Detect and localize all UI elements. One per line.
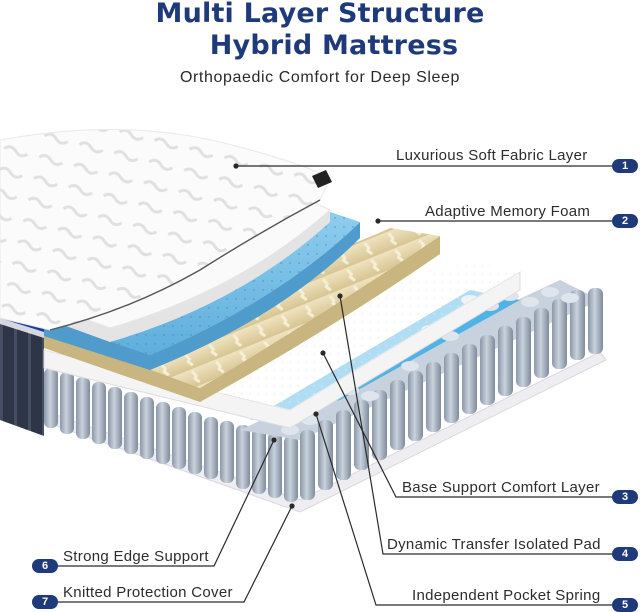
callout-label-base-support: Base Support Comfort Layer (402, 479, 600, 496)
callout-label-protection-cover: Knitted Protection Cover (63, 584, 233, 601)
callout-label-pocket-spring: Independent Pocket Spring (412, 587, 601, 604)
page-title-line-2: Hybrid Mattress (209, 30, 459, 61)
callout-badge-3: 3 (612, 490, 638, 504)
callout-badge-7: 7 (32, 595, 58, 609)
callout-badge-5: 5 (612, 598, 638, 612)
callout-badge-1: 1 (612, 159, 638, 173)
page-subtitle: Orthopaedic Comfort for Deep Sleep (179, 69, 461, 86)
callout-label-memory-foam: Adaptive Memory Foam (425, 203, 591, 220)
callout-label-fabric-layer: Luxurious Soft Fabric Layer (396, 147, 588, 164)
callout-badge-4: 4 (612, 547, 638, 561)
callout-badge-6: 6 (32, 559, 58, 573)
spring-right-column (300, 288, 603, 500)
callout-label-transfer-pad: Dynamic Transfer Isolated Pad (387, 536, 601, 553)
leader-lines (40, 163, 612, 606)
page-title-line-1: Multi Layer Structure (155, 0, 485, 29)
callout-badge-2: 2 (612, 214, 638, 228)
callout-label-edge-support: Strong Edge Support (63, 548, 209, 565)
